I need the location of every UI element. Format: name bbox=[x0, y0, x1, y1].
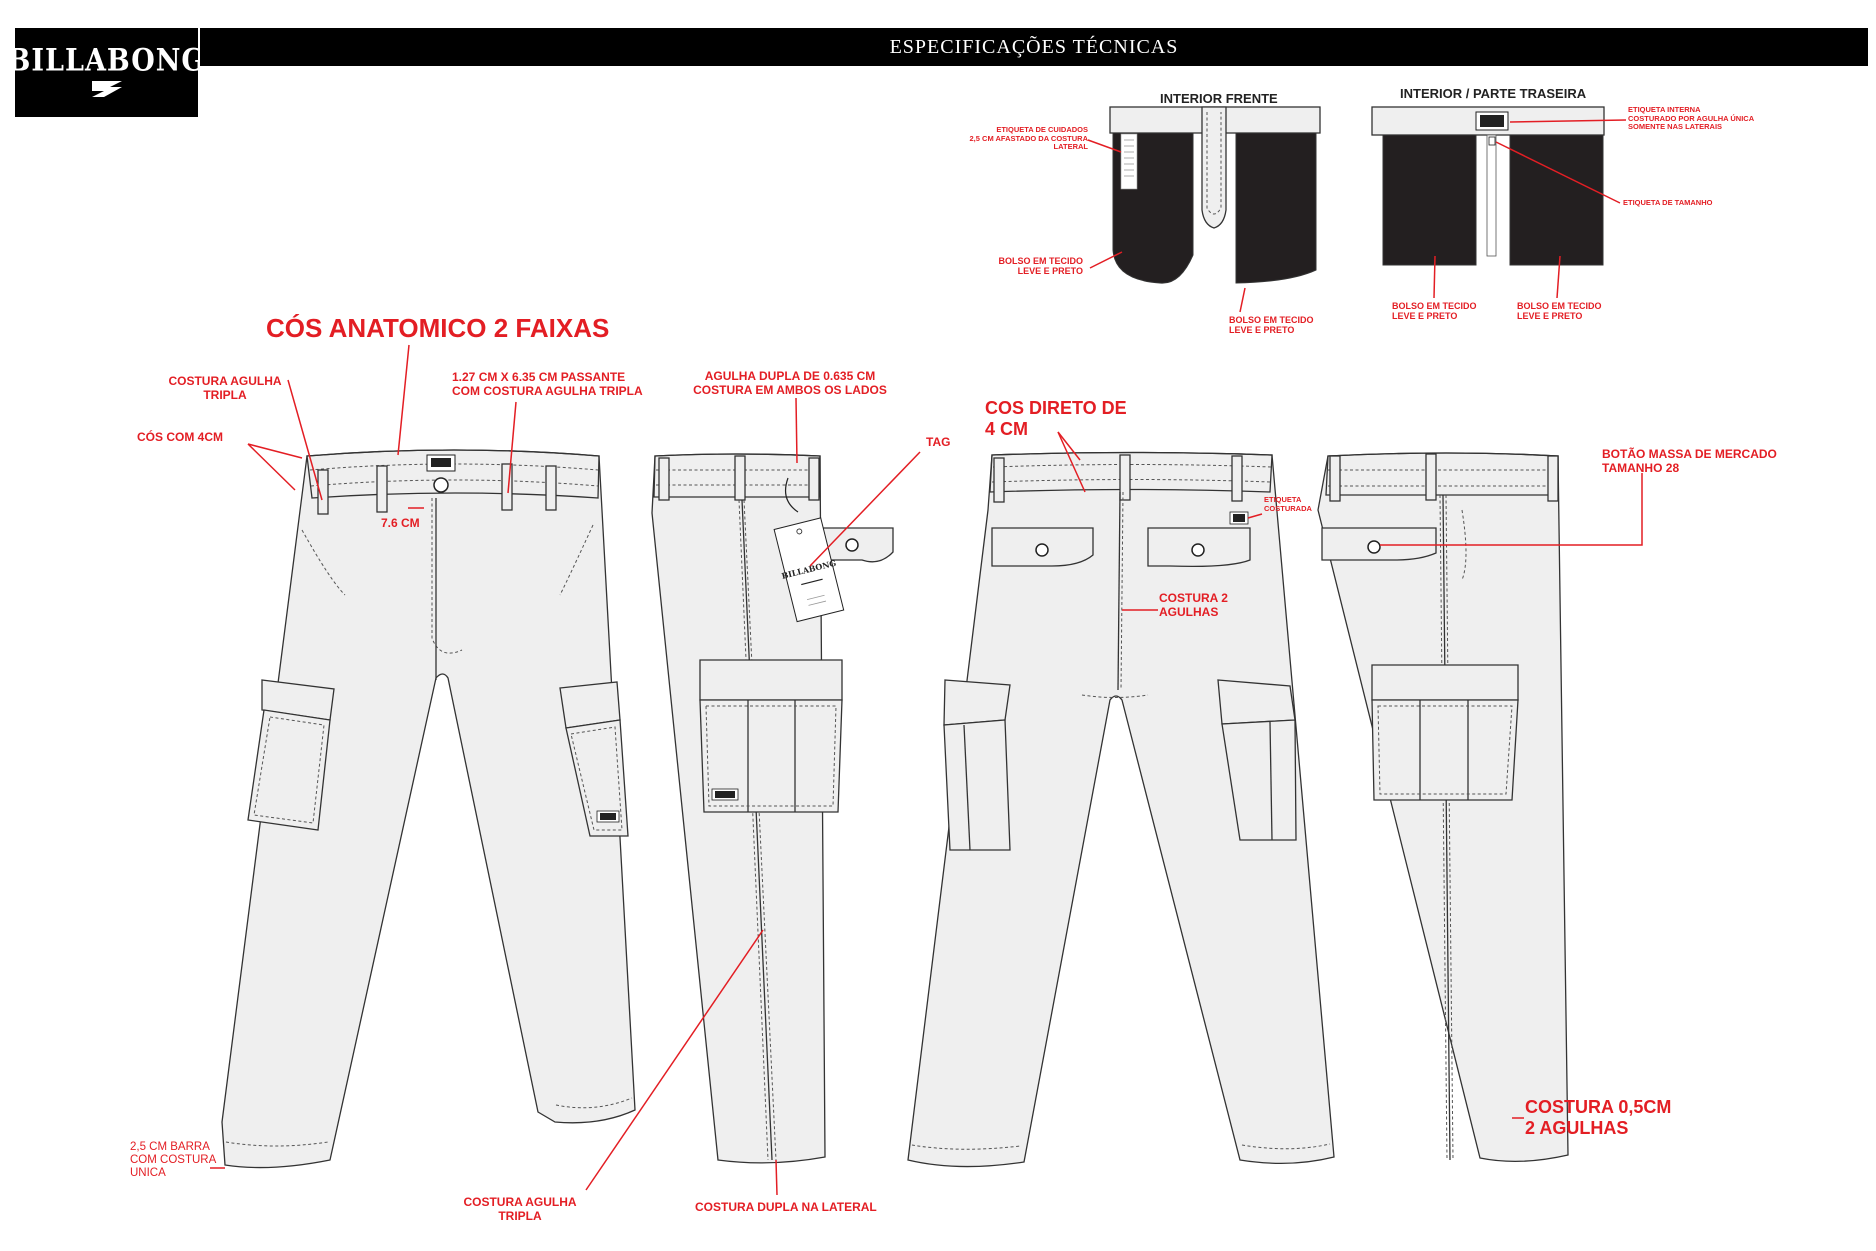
button-annotation: BOTÃO MASSA DE MERCADO TAMANHO 28 bbox=[1602, 447, 1777, 475]
interior-front-fly bbox=[1201, 106, 1227, 229]
hem-stitch-annotation: COSTURA 0,5CM 2 AGULHAS bbox=[1525, 1097, 1672, 1138]
care-label-annotation: ETIQUETA DE CUIDADOS 2,5 CM AFASTADO DA … bbox=[969, 125, 1088, 152]
waistband-title: CÓS ANATOMICO 2 FAIXAS bbox=[266, 313, 610, 343]
back-pocket-left-annotation: BOLSO EM TECIDO LEVE E PRETO bbox=[1392, 301, 1477, 322]
front-belt-loop-right bbox=[501, 463, 513, 511]
inner-label-annotation: ETIQUETA INTERNA COSTURADO POR AGULHA ÚN… bbox=[1628, 105, 1755, 132]
back-side-cargo-pocket bbox=[1371, 699, 1519, 801]
back-pant-view bbox=[907, 431, 1335, 1168]
front-pocket-left-annotation: BOLSO EM TECIDO LEVE E PRETO bbox=[998, 256, 1083, 277]
brand-logo: BILLABONG bbox=[8, 28, 204, 117]
belt-loop-annotation: 1.27 CM X 6.35 CM PASSANTE COM COSTURA A… bbox=[452, 370, 643, 398]
interior-back-left-pocket bbox=[1382, 134, 1477, 266]
front-right-cargo-pocket bbox=[565, 719, 629, 837]
back-pocket-right-annotation: BOLSO EM TECIDO LEVE E PRETO bbox=[1517, 301, 1602, 322]
front-pocket-right-annotation: BOLSO EM TECIDO LEVE E PRETO bbox=[1229, 315, 1314, 336]
tag-annotation: TAG bbox=[926, 435, 951, 449]
back-left-cargo-pocket bbox=[943, 719, 1011, 851]
size-label-annotation: ETIQUETA DE TAMANHO bbox=[1623, 198, 1713, 207]
hang-tag: BILLABONG bbox=[773, 517, 845, 623]
two-needle-seam-annotation: COSTURA 2 AGULHAS bbox=[1159, 591, 1228, 619]
header-bar: ESPECIFICAÇÕES TÉCNICAS bbox=[200, 28, 1868, 66]
interior-front-title: INTERIOR FRENTE bbox=[1160, 91, 1278, 106]
logo-wordmark: BILLABONG bbox=[7, 42, 206, 79]
page-title: ESPECIFICAÇÕES TÉCNICAS bbox=[889, 35, 1179, 58]
interior-back-view bbox=[1371, 106, 1627, 299]
front-waist-button bbox=[433, 477, 449, 493]
sewn-label-annotation: ETIQUETA COSTURADA bbox=[1264, 495, 1312, 513]
fly-width-annotation: 7.6 CM bbox=[381, 516, 420, 530]
side-seam-annotation: COSTURA DUPLA NA LATERAL bbox=[695, 1200, 877, 1214]
straight-waist-annotation: COS DIRETO DE 4 CM bbox=[985, 398, 1127, 439]
back-side-button bbox=[1367, 540, 1381, 554]
interior-front-right-pocket bbox=[1235, 132, 1317, 284]
front-left-cargo-pocket bbox=[247, 709, 331, 831]
front-pant-view bbox=[210, 344, 636, 1169]
care-label-patch bbox=[1120, 133, 1138, 190]
interior-back-right-pocket bbox=[1509, 134, 1604, 266]
triple-needle-bottom-annotation: COSTURA AGULHA TRIPLA bbox=[463, 1195, 577, 1223]
front-belt-loop-left bbox=[376, 465, 388, 513]
side-pant-view: BILLABONG bbox=[585, 397, 921, 1196]
hem-annotation: 2,5 CM BARRA COM COSTURA UNICA bbox=[130, 1141, 217, 1180]
back-right-cargo-pocket bbox=[1221, 719, 1297, 841]
size-label-patch bbox=[1488, 136, 1496, 146]
interior-back-title: INTERIOR / PARTE TRASEIRA bbox=[1400, 86, 1587, 101]
interior-front-view bbox=[1087, 106, 1321, 313]
triple-needle-top-annotation: COSTURA AGULHA TRIPLA bbox=[168, 374, 282, 402]
logo-mark-icon bbox=[91, 81, 122, 97]
back-side-pant-view bbox=[1317, 452, 1643, 1163]
waist-4cm-annotation: CÓS COM 4CM bbox=[137, 430, 224, 444]
double-needle-annotation: AGULHA DUPLA DE 0.635 CM COSTURA EM AMBO… bbox=[693, 369, 887, 397]
